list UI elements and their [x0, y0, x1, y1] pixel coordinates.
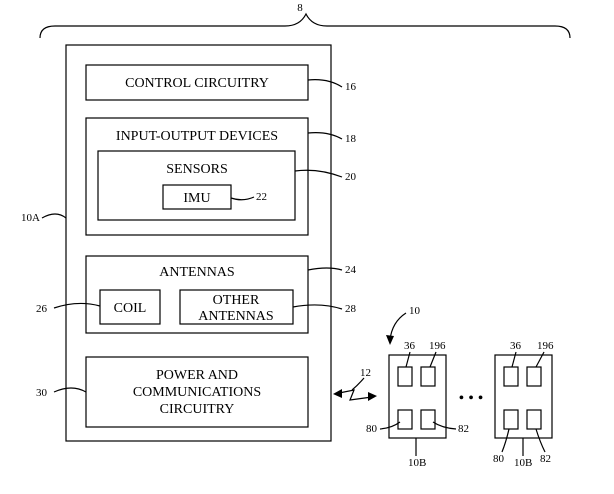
sensors-leader [294, 169, 343, 178]
devices-ref: 10 [409, 305, 421, 317]
other-antennas-leader [292, 304, 343, 310]
devices-ellipsis: • • • [459, 390, 484, 407]
right-leader-82 [535, 428, 546, 453]
coil-ref: 26 [36, 303, 48, 315]
coil-leader [53, 302, 101, 309]
sensors-label: SENSORS [166, 162, 227, 177]
left-leader-80 [379, 421, 401, 430]
imu-box [162, 184, 232, 210]
left-device-pad-top-left [397, 366, 413, 387]
left-device-pad-bottom-right [420, 409, 436, 430]
left-device-pad-bottom-left [397, 409, 413, 430]
left-device-ref: 10B [408, 457, 426, 469]
system-brace [39, 12, 571, 39]
left-ref-82: 82 [458, 423, 469, 435]
power-ref: 30 [36, 387, 48, 399]
system-ref: 8 [297, 2, 303, 14]
power-comm-label-2: COMMUNICATIONS [133, 385, 261, 400]
devices-arrowhead [386, 335, 394, 345]
io-leader [307, 132, 343, 140]
left-ref-36: 36 [404, 340, 416, 352]
link-leader [351, 377, 365, 391]
imu-ref: 22 [256, 191, 267, 203]
device-10a-leader [41, 213, 67, 219]
other-antennas-ref: 28 [345, 303, 357, 315]
io-ref: 18 [345, 133, 357, 145]
right-leader-80 [501, 428, 510, 453]
left-ref-196: 196 [429, 340, 446, 352]
right-device-pad-bottom-left [503, 409, 519, 430]
left-ref-80: 80 [366, 423, 378, 435]
sensors-ref: 20 [345, 171, 357, 183]
wireless-link-zigzag [338, 389, 373, 401]
right-ref-10b: 10B [514, 457, 532, 469]
right-ref-36: 36 [510, 340, 522, 352]
control-ref: 16 [345, 81, 357, 93]
other-antennas-label-1: OTHER [213, 293, 260, 308]
left-leader-36 [405, 351, 411, 368]
right-ref-196: 196 [537, 340, 554, 352]
right-leader-36 [511, 351, 517, 368]
antennas-leader [307, 267, 343, 271]
link-ref: 12 [360, 367, 371, 379]
wireless-link-arrow-right [368, 392, 377, 401]
control-circuitry-label: CONTROL CIRCUITRY [125, 76, 269, 91]
imu-label: IMU [183, 191, 210, 206]
imu-leader [230, 196, 255, 201]
coil-box [99, 289, 161, 325]
antennas-ref: 24 [345, 264, 357, 276]
power-comm-label-1: POWER AND [156, 368, 238, 383]
right-device-pad-top-left [503, 366, 519, 387]
coil-label: COIL [114, 301, 147, 316]
left-leader-82 [432, 421, 457, 430]
other-antennas-label-2: ANTENNAS [198, 309, 273, 324]
right-leader-196 [535, 351, 545, 368]
other-antennas-box [179, 289, 294, 325]
device-10a-ref: 10A [21, 212, 40, 224]
power-leader [53, 387, 87, 393]
right-device-pad-top-right [526, 366, 542, 387]
right-device-pad-bottom-right [526, 409, 542, 430]
control-leader [307, 79, 343, 88]
right-ref-82: 82 [540, 453, 551, 465]
left-device-pad-top-right [420, 366, 436, 387]
right-ref-80: 80 [493, 453, 505, 465]
left-leader-196 [429, 351, 437, 368]
power-comm-label-3: CIRCUITRY [160, 402, 235, 417]
io-devices-label: INPUT-OUTPUT DEVICES [116, 129, 278, 144]
control-circuitry-box [85, 64, 309, 101]
antennas-label: ANTENNAS [159, 265, 234, 280]
wireless-link-arrow-left [333, 389, 342, 398]
